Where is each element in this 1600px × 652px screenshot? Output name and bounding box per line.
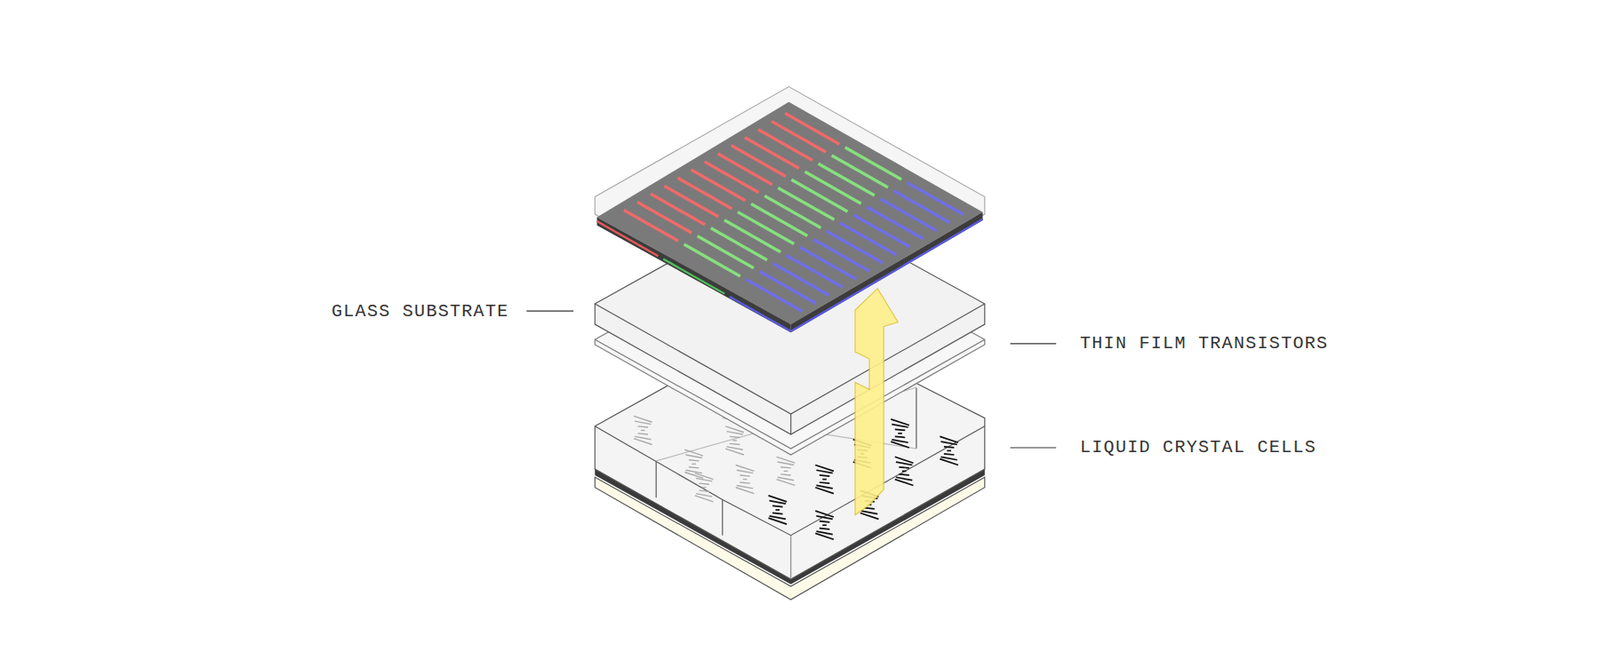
color-stripe [880, 199, 936, 232]
color-stripe [893, 191, 950, 224]
color-stripe [777, 187, 834, 220]
color-stripe [684, 244, 741, 277]
color-stripe [791, 179, 848, 212]
color-stripe [711, 228, 768, 261]
color-stripe [800, 247, 856, 280]
layer-label: LIQUID CRYSTAL CELLS [1080, 439, 1317, 457]
color-stripe [745, 280, 802, 312]
color-stripe [764, 195, 821, 228]
color-stripe [677, 177, 732, 209]
color-stripe [853, 215, 910, 248]
color-stripe [650, 193, 705, 225]
color-stripe [664, 185, 719, 217]
light-arrow [855, 288, 898, 516]
color-stripe [866, 207, 923, 240]
layer-label: GLASS SUBSTRATE [331, 303, 510, 321]
layer-label: THIN FILM TRANSISTORS [1080, 335, 1328, 353]
color-stripe [690, 169, 745, 201]
color-stripe [784, 113, 840, 145]
color-stripe [845, 147, 902, 180]
color-stripe [737, 212, 794, 245]
color-stripe [697, 236, 754, 269]
color-stripe [637, 201, 692, 233]
color-stripe [758, 129, 813, 161]
color-stripe [813, 239, 870, 272]
color-stripe [804, 171, 861, 204]
color-stripe [907, 183, 964, 216]
color-stripe [786, 255, 843, 288]
color-stripe [832, 155, 888, 188]
color-stripe [840, 223, 896, 256]
color-stripe [744, 137, 800, 169]
color-filter [594, 87, 985, 334]
color-stripe [718, 153, 773, 185]
color-stripe [724, 220, 781, 253]
color-stripe [759, 272, 816, 304]
color-stripe [826, 231, 883, 264]
color-stripe [704, 161, 760, 193]
color-stripe [624, 210, 679, 242]
color-stripe [751, 204, 808, 237]
color-stripe [773, 263, 830, 296]
leader-lines [526, 311, 1056, 448]
color-stripe [818, 163, 875, 196]
color-stripe [771, 121, 826, 153]
color-stripe [731, 145, 786, 177]
